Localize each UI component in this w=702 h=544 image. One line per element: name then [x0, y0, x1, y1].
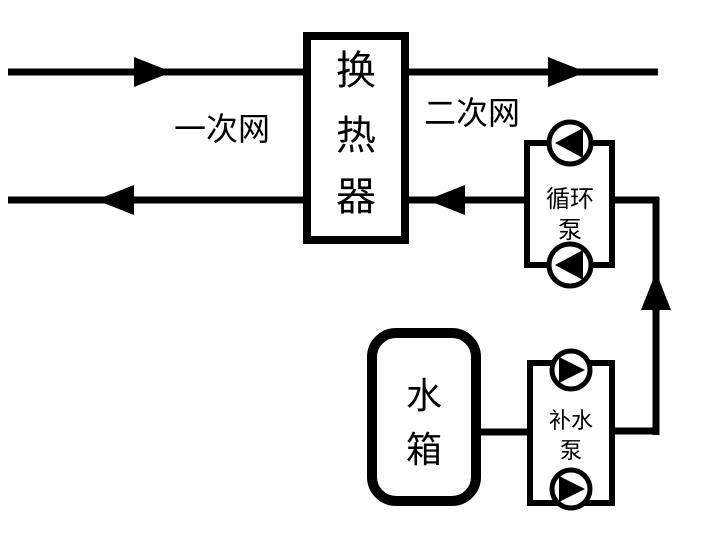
- flow-arrow-right-icon: [548, 57, 586, 87]
- circulation-pump: 循环 泵: [524, 119, 615, 289]
- makeup-water-line: [476, 197, 671, 436]
- return-line: [8, 185, 659, 215]
- circulation-pump-label-2: 泵: [558, 217, 582, 244]
- flow-arrow-right-icon: [134, 57, 172, 87]
- primary-network-label: 一次网: [174, 111, 270, 147]
- secondary-network-label: 二次网: [424, 95, 520, 131]
- water-tank-box: [367, 328, 481, 506]
- pump-impeller-right-icon: [559, 476, 585, 502]
- heat-exchanger-box: [303, 32, 409, 244]
- water-tank-label-1: 水: [406, 375, 442, 416]
- flow-arrow-up-icon: [641, 272, 671, 310]
- pump-impeller-left-icon: [555, 250, 583, 280]
- heat-exchanger-label-3: 器: [336, 175, 376, 219]
- circulation-pump-label-1: 循环: [546, 186, 594, 213]
- flow-arrow-left-icon: [96, 185, 134, 215]
- makeup-pump: 补水 泵: [527, 348, 615, 511]
- heat-exchanger: 换 热 器: [303, 32, 409, 244]
- flow-arrow-left-icon: [427, 185, 465, 215]
- supply-line: [8, 57, 658, 87]
- heat-exchanger-label-1: 换: [336, 49, 376, 93]
- water-tank: 水 箱: [367, 328, 481, 506]
- makeup-pump-label-2: 泵: [560, 438, 582, 463]
- pump-impeller-right-icon: [559, 357, 585, 383]
- pump-impeller-left-icon: [555, 128, 583, 158]
- makeup-pump-label-1: 补水: [549, 408, 593, 433]
- water-tank-label-2: 箱: [406, 429, 442, 470]
- heat-exchanger-label-2: 热: [336, 114, 376, 158]
